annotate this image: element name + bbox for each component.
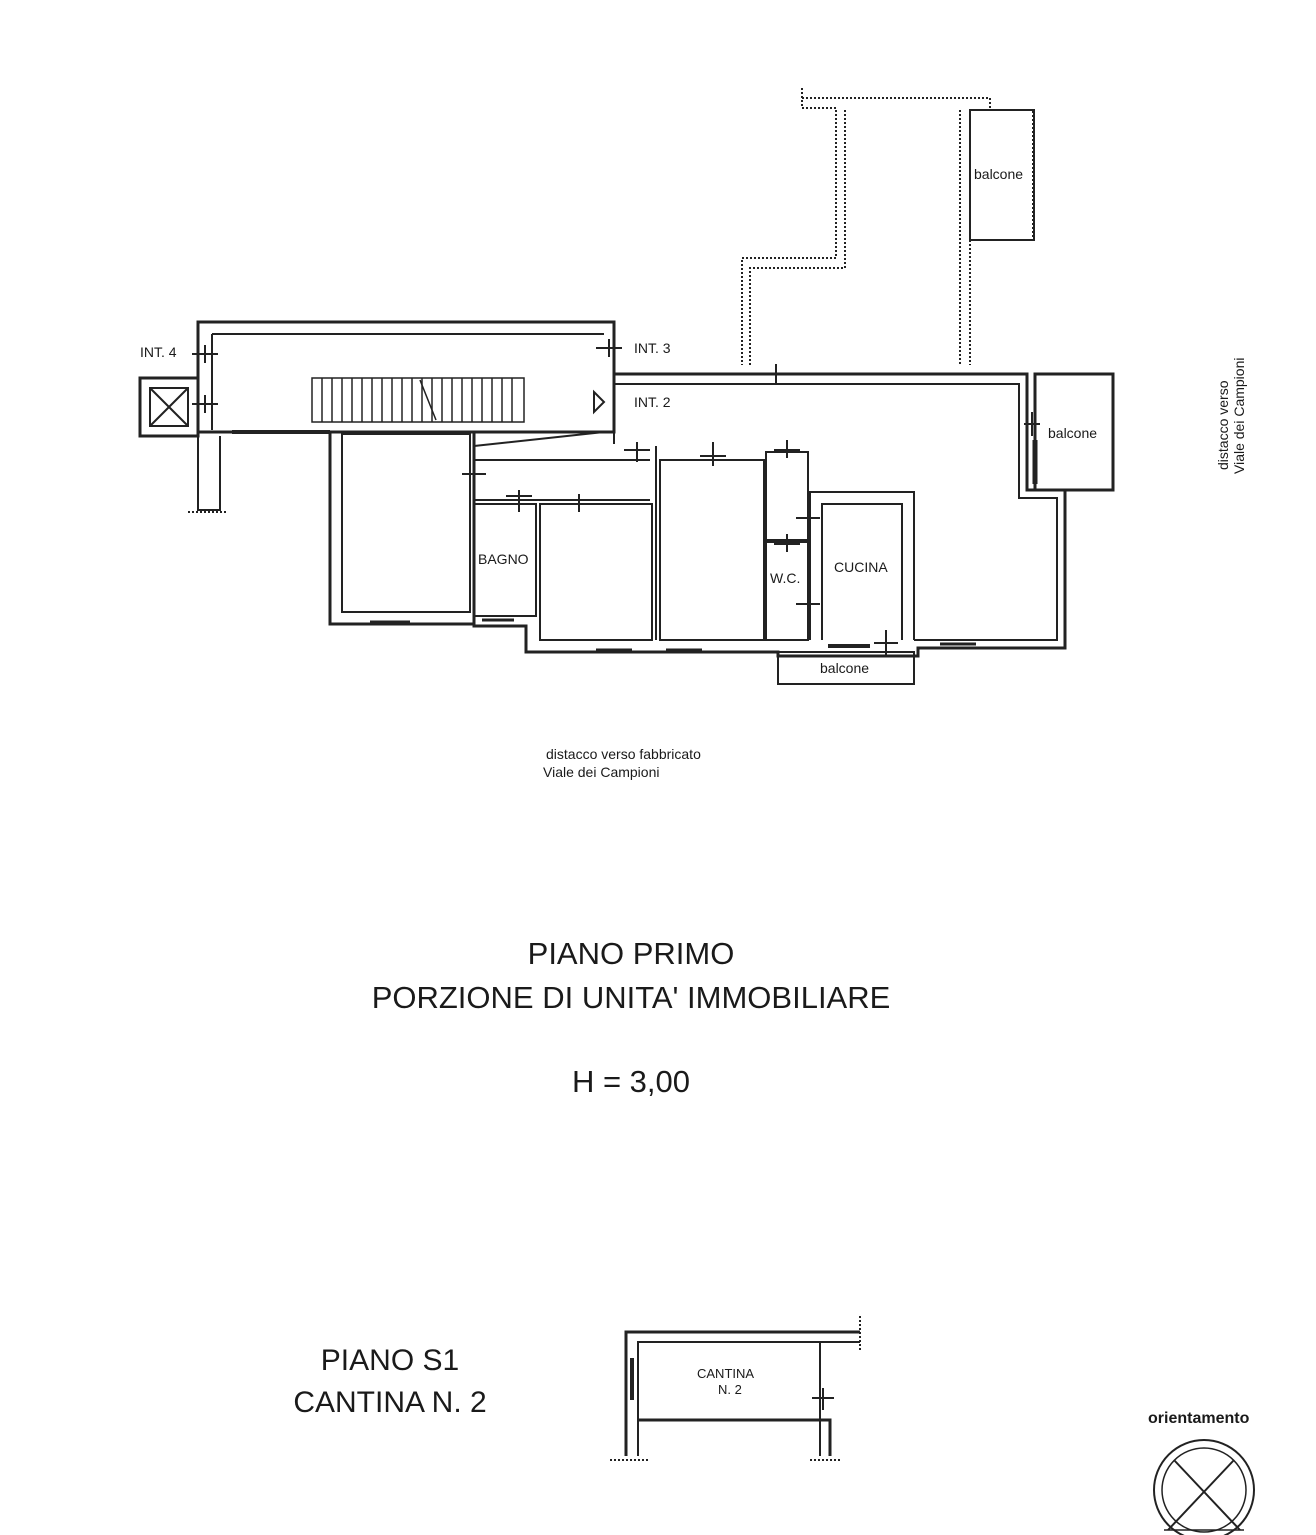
label-cucina: CUCINA (834, 559, 888, 575)
bedroom-left (328, 430, 476, 626)
bottom-note-line2: Viale dei Campioni (543, 764, 660, 780)
cantina-plan (610, 1316, 861, 1461)
label-bagno: BAGNO (478, 551, 529, 567)
adjacent-unit-outline (741, 88, 1034, 365)
bottom-note-line1: distacco verso fabbricato (546, 746, 701, 762)
side-note-line2: Viale dei Campioni (1231, 358, 1247, 474)
staircase (311, 377, 525, 423)
kitchen-walls (809, 491, 915, 640)
balcony-right-outline (1033, 372, 1115, 492)
apartment-outer-wall (472, 372, 1067, 658)
label-cantina-1: CANTINA (697, 1366, 754, 1381)
orientation-symbol (1153, 1439, 1255, 1535)
title-porzione: PORZIONE DI UNITA' IMMOBILIARE (371, 980, 891, 1015)
side-note-line1: distacco verso (1215, 380, 1231, 470)
label-int2: INT. 2 (634, 394, 671, 410)
label-wc: W.C. (770, 570, 800, 586)
balcony-bottom-outline (777, 651, 915, 685)
balcony-top-outline (969, 109, 1035, 241)
bedroom-right (659, 459, 765, 641)
label-balcone-bottom: balcone (820, 660, 869, 676)
label-balcone-right: balcone (1048, 425, 1097, 441)
label-int3: INT. 3 (634, 340, 671, 356)
landing-outline (196, 320, 616, 434)
bedroom-middle (539, 503, 653, 641)
label-balcone-top: balcone (974, 166, 1023, 182)
basement-title-line2: CANTINA N. 2 (293, 1386, 487, 1419)
title-piano-primo: PIANO PRIMO (527, 936, 735, 971)
label-int4: INT. 4 (140, 344, 177, 360)
basement-title-line1: PIANO S1 (320, 1344, 460, 1377)
wc-room (765, 541, 809, 641)
lift-shaft (138, 376, 200, 438)
bathroom-room (473, 503, 537, 617)
orientation-label: orientamento (1148, 1410, 1250, 1427)
height-value: H = 3,00 (571, 1064, 691, 1099)
label-cantina-2: N. 2 (718, 1382, 742, 1397)
